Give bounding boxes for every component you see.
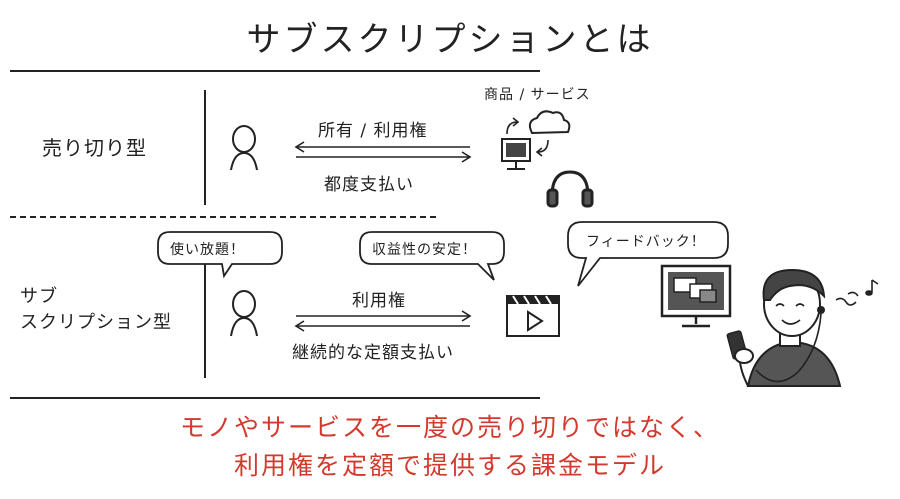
tv-icon <box>660 264 732 328</box>
row-label-one-time: 売り切り型 <box>42 136 147 160</box>
product-service-label: 商品 / サービス <box>484 87 591 103</box>
speech-bubble-feedback <box>567 221 729 287</box>
headphones-icon <box>546 170 594 208</box>
person-icon <box>230 290 258 337</box>
man-listening-illustration <box>726 268 842 387</box>
cycle-arrow-down-icon <box>537 139 549 153</box>
conclusion-line2: 利用権を定額で提供する課金モデル <box>233 451 666 480</box>
bubble-company-text: 収益性の安定！ <box>372 242 477 258</box>
speech-bubble-company <box>359 231 505 281</box>
cloud-icon <box>528 110 571 135</box>
row-label-subscription-line1: サブ <box>20 286 58 307</box>
arrow-label-fixed-payment: 継続的な定額支払い <box>292 343 454 363</box>
arrow-label-per-payment: 都度支払い <box>324 175 414 195</box>
conclusion-line1: モノやサービスを一度の売り切りではなく、 <box>179 413 720 442</box>
bubble-user-text: 使い放題！ <box>170 242 245 258</box>
cycle-arrow-up-icon <box>506 121 518 135</box>
arrow-label-ownership: 所有 / 利用権 <box>318 121 428 141</box>
arrow-pair-bottom <box>294 310 472 332</box>
page-title: サブスクリプションとは <box>246 20 654 60</box>
monitor-icon <box>501 138 531 170</box>
arrow-label-usage-right: 利用権 <box>352 291 406 311</box>
arrow-pair-top <box>294 141 472 163</box>
bubble-feedback-text: フィードバック！ <box>586 234 706 250</box>
music-note-icon <box>835 279 879 306</box>
row-label-subscription-line2: スクリプション型 <box>20 312 172 333</box>
person-icon <box>230 125 258 171</box>
video-player-icon <box>506 295 560 337</box>
speech-bubble-user <box>157 231 283 279</box>
